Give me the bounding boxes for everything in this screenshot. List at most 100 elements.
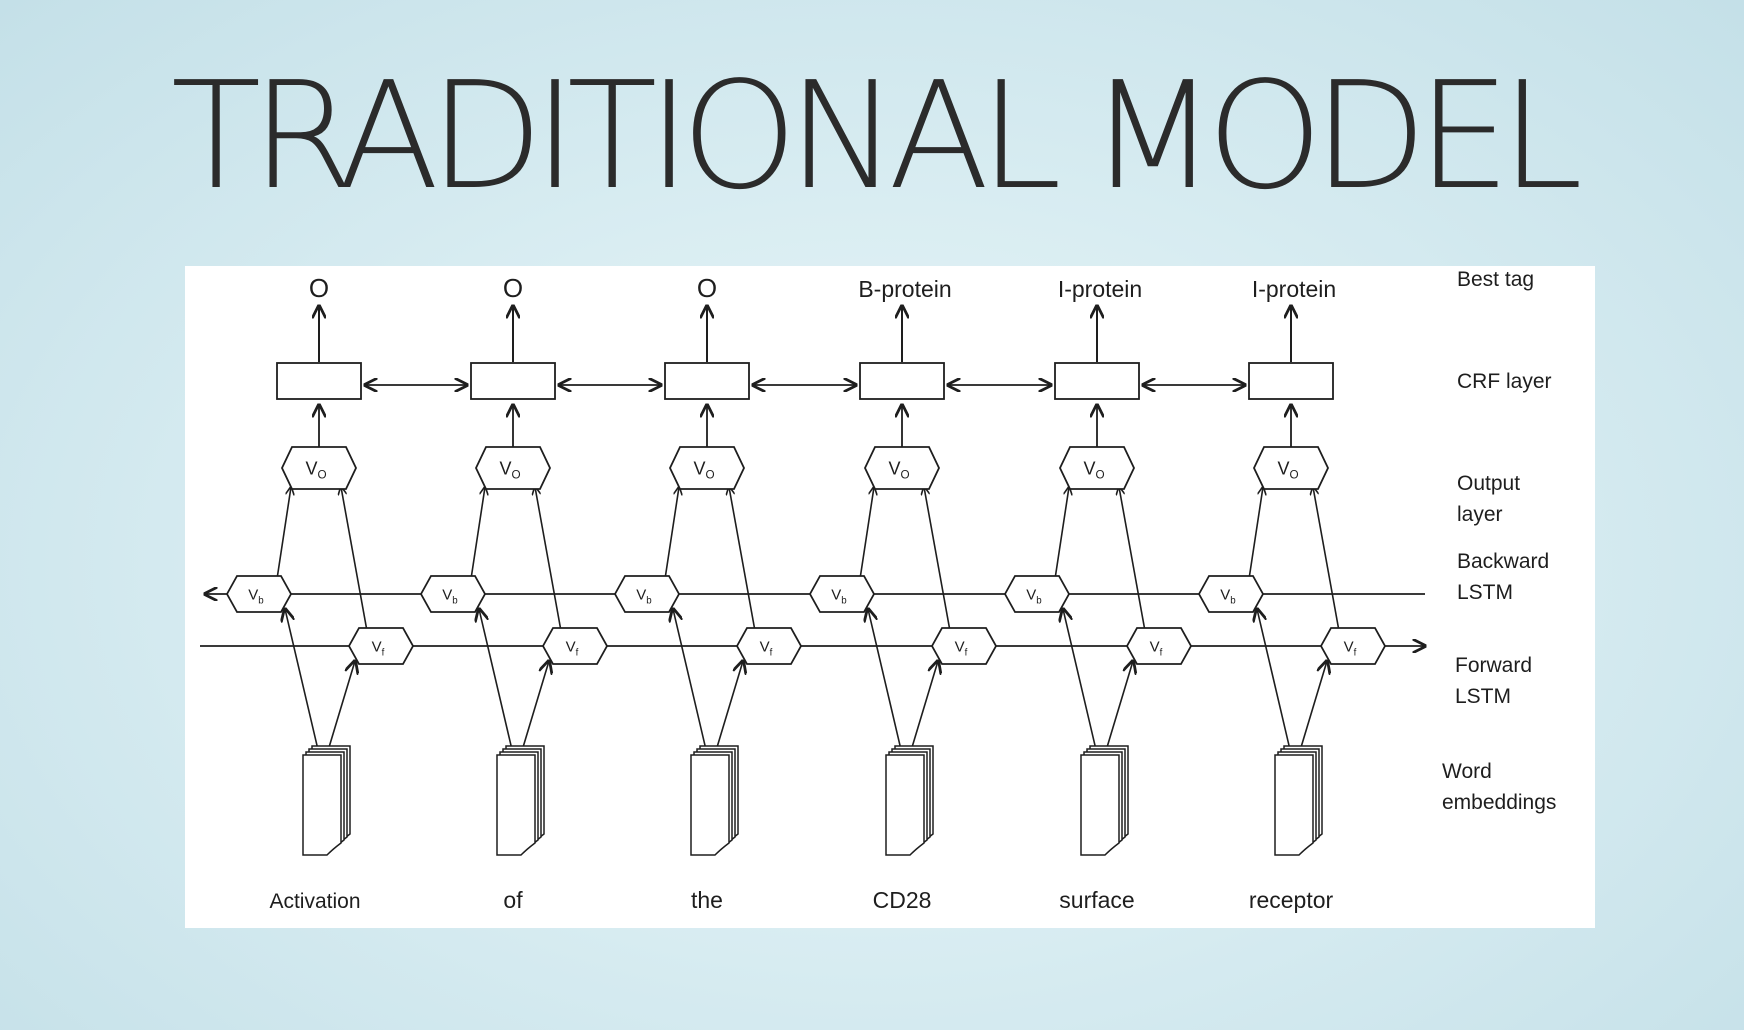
forward-lstm-node-1 bbox=[347, 627, 415, 665]
best-tag-5: I-protein bbox=[1058, 276, 1142, 302]
forward-to-output-arrow-6 bbox=[1313, 487, 1340, 632]
node-subscript: O bbox=[1289, 468, 1298, 481]
node-subscript: O bbox=[900, 468, 909, 481]
forward-lstm-node-3-label: Vf bbox=[760, 638, 773, 658]
word-embedding-stack-2 bbox=[496, 745, 545, 856]
node-main-letter: V bbox=[1277, 458, 1289, 478]
output-node-6 bbox=[1253, 446, 1329, 490]
output-node-1-label: VO bbox=[305, 458, 326, 481]
input-word-3: the bbox=[691, 887, 723, 913]
backward-lstm-node-2 bbox=[419, 575, 487, 613]
emb-to-forward-arrow-1 bbox=[326, 661, 355, 755]
node-main-letter: V bbox=[1026, 586, 1036, 603]
crf-cell-2 bbox=[470, 362, 556, 400]
forward-lstm-node-5-label: Vf bbox=[1150, 638, 1163, 658]
output-node-1 bbox=[281, 446, 357, 490]
forward-lstm-node-2 bbox=[541, 627, 609, 665]
backward-to-output-arrow-4 bbox=[859, 487, 874, 580]
node-subscript: O bbox=[317, 468, 326, 481]
node-subscript: b bbox=[258, 595, 264, 606]
backward-lstm-node-3-label: Vb bbox=[636, 586, 652, 606]
best-tag-1: O bbox=[309, 273, 329, 303]
embedding-sheet bbox=[690, 754, 730, 856]
backward-lstm-node-6-label: Vb bbox=[1220, 586, 1236, 606]
backward-to-output-arrow-6 bbox=[1248, 487, 1263, 580]
forward-lstm-node-1-label: Vf bbox=[372, 638, 385, 658]
node-main-letter: V bbox=[1083, 458, 1095, 478]
crf-cell-3 bbox=[664, 362, 750, 400]
backward-lstm-node-5-label: Vb bbox=[1026, 586, 1042, 606]
best-tag-3: O bbox=[697, 273, 717, 303]
forward-to-output-arrow-4 bbox=[924, 487, 951, 632]
emb-to-forward-arrow-5 bbox=[1104, 661, 1133, 755]
emb-to-backward-arrow-4 bbox=[868, 609, 903, 755]
backward-lstm-node-3 bbox=[613, 575, 681, 613]
node-subscript: O bbox=[705, 468, 714, 481]
emb-to-backward-arrow-1 bbox=[285, 609, 320, 755]
crf-cell-5 bbox=[1054, 362, 1140, 400]
forward-lstm-node-2-label: Vf bbox=[566, 638, 579, 658]
input-word-6: receptor bbox=[1249, 887, 1334, 913]
layer-label-backward-lstm-line-2: LSTM bbox=[1457, 581, 1513, 604]
backward-to-output-arrow-5 bbox=[1054, 487, 1069, 580]
best-tag-2: O bbox=[503, 273, 523, 303]
node-main-letter: V bbox=[1344, 638, 1354, 655]
emb-to-forward-arrow-2 bbox=[520, 661, 549, 755]
emb-to-forward-arrow-3 bbox=[714, 661, 743, 755]
backward-lstm-node-4 bbox=[808, 575, 876, 613]
forward-to-output-arrow-5 bbox=[1119, 487, 1146, 632]
word-embedding-stack-6 bbox=[1274, 745, 1323, 856]
best-tag-4: B-protein bbox=[858, 276, 951, 302]
node-main-letter: V bbox=[305, 458, 317, 478]
emb-to-backward-arrow-2 bbox=[479, 609, 514, 755]
word-embedding-stack-5 bbox=[1080, 745, 1129, 856]
backward-lstm-node-4-label: Vb bbox=[831, 586, 847, 606]
forward-to-output-arrow-2 bbox=[535, 487, 562, 632]
node-main-letter: V bbox=[1150, 638, 1160, 655]
output-node-2-label: VO bbox=[499, 458, 520, 481]
node-subscript: b bbox=[452, 595, 458, 606]
backward-to-output-arrow-2 bbox=[470, 487, 485, 580]
emb-to-forward-arrow-6 bbox=[1298, 661, 1327, 755]
output-node-5-label: VO bbox=[1083, 458, 1104, 481]
crf-cell-1 bbox=[276, 362, 362, 400]
output-node-3 bbox=[669, 446, 745, 490]
forward-lstm-node-6-label: Vf bbox=[1344, 638, 1357, 658]
node-subscript: O bbox=[1095, 468, 1104, 481]
node-main-letter: V bbox=[760, 638, 770, 655]
embedding-sheet bbox=[302, 754, 342, 856]
forward-to-output-arrow-1 bbox=[341, 487, 368, 632]
emb-to-forward-arrow-4 bbox=[909, 661, 938, 755]
forward-lstm-node-3 bbox=[735, 627, 803, 665]
layer-label-best-tag: Best tag bbox=[1457, 268, 1534, 291]
input-word-2: of bbox=[503, 887, 523, 913]
backward-lstm-node-6 bbox=[1197, 575, 1265, 613]
crf-cell-6 bbox=[1248, 362, 1334, 400]
node-subscript: b bbox=[841, 595, 847, 606]
layer-label-word-embeddings-line-2: embeddings bbox=[1442, 791, 1556, 814]
node-subscript: f bbox=[382, 647, 385, 658]
input-word-4: CD28 bbox=[873, 887, 932, 913]
node-subscript: b bbox=[646, 595, 652, 606]
layer-label-output-line-1: Output bbox=[1457, 472, 1520, 495]
forward-lstm-node-4 bbox=[930, 627, 998, 665]
crf-cell-4 bbox=[859, 362, 945, 400]
layer-label-word-embeddings-line-1: Word bbox=[1442, 760, 1492, 783]
word-embedding-stack-3 bbox=[690, 745, 739, 856]
backward-lstm-node-1 bbox=[225, 575, 293, 613]
node-main-letter: V bbox=[442, 586, 452, 603]
layer-label-crf: CRF layer bbox=[1457, 370, 1552, 393]
forward-lstm-node-5 bbox=[1125, 627, 1193, 665]
node-main-letter: V bbox=[248, 586, 258, 603]
backward-to-output-arrow-3 bbox=[664, 487, 679, 580]
word-embedding-stack-1 bbox=[302, 745, 351, 856]
output-node-4 bbox=[864, 446, 940, 490]
output-node-6-label: VO bbox=[1277, 458, 1298, 481]
input-word-5: surface bbox=[1059, 887, 1134, 913]
layer-label-forward-lstm-line-1: Forward bbox=[1455, 654, 1532, 677]
embedding-sheet bbox=[885, 754, 925, 856]
embedding-sheet bbox=[496, 754, 536, 856]
emb-to-backward-arrow-3 bbox=[673, 609, 708, 755]
node-main-letter: V bbox=[566, 638, 576, 655]
embedding-sheet bbox=[1080, 754, 1120, 856]
